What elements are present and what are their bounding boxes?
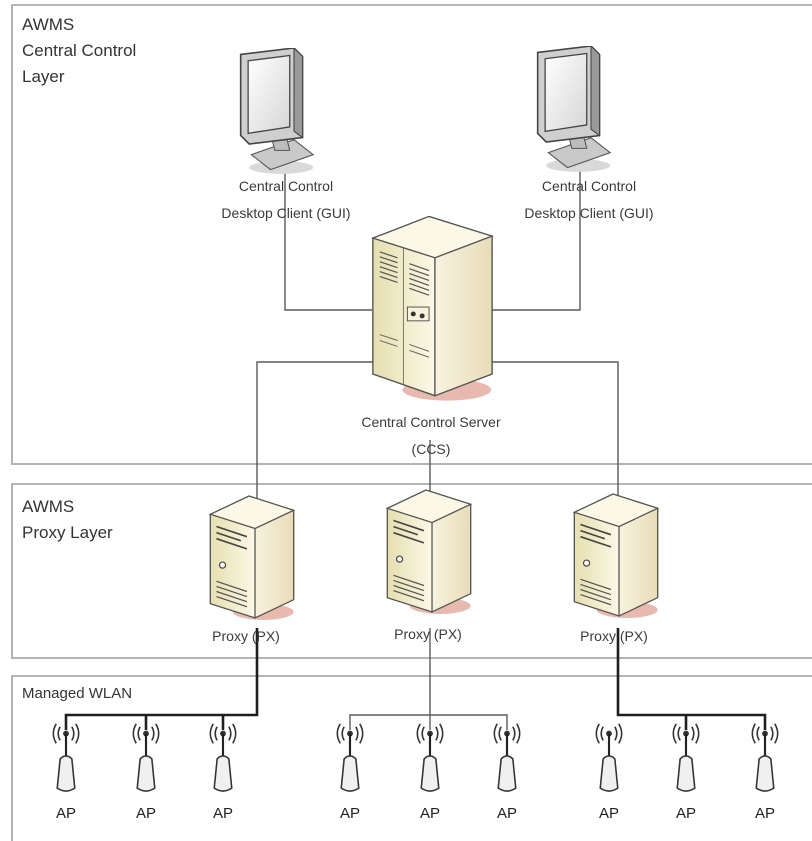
layer-title-line: Central Control — [22, 41, 136, 60]
ap-label: AP — [599, 805, 619, 822]
layer-title-line: Proxy Layer — [22, 523, 113, 542]
proxy-to-ap-link — [349, 714, 508, 730]
monitor-icon — [536, 46, 612, 173]
proxy-layer-title: AWMS Proxy Layer — [22, 497, 113, 542]
server-icon — [372, 216, 493, 402]
label-line: Central Control — [239, 178, 333, 194]
ap-label: AP — [213, 805, 233, 822]
central-control-layer-title: AWMS Central Control Layer — [22, 15, 136, 86]
desktop-client-label: Central Control Desktop Client (GUI) — [524, 178, 653, 221]
proxy-label: Proxy (PX) — [394, 626, 462, 642]
label-line: Desktop Client (GUI) — [524, 205, 653, 221]
proxy-server-icon — [209, 495, 295, 621]
ap-label: AP — [755, 805, 775, 822]
proxy-label: Proxy (PX) — [212, 628, 280, 644]
layer-title-line: AWMS — [22, 497, 74, 516]
server-to-proxy-link — [485, 361, 619, 505]
desktop-client-label: Central Control Desktop Client (GUI) — [221, 178, 350, 221]
proxy-to-ap-link — [616, 628, 767, 730]
central-server-label: Central Control Server (CCS) — [361, 414, 501, 457]
proxy-label: Proxy (PX) — [580, 628, 648, 644]
layer-title-line: AWMS — [22, 15, 74, 34]
ap-label: AP — [420, 805, 440, 822]
ap-label: AP — [136, 805, 156, 822]
wlan-connection-lines — [64, 628, 767, 730]
client-to-server-link — [488, 158, 581, 311]
connection-lines — [256, 158, 619, 505]
client-to-server-link — [284, 158, 372, 311]
monitor-icon — [239, 48, 315, 175]
layer-title-line: Layer — [22, 67, 65, 86]
proxy-server-icon — [386, 489, 472, 615]
ap-label: AP — [340, 805, 360, 822]
proxy-server-icon — [573, 493, 659, 619]
managed-wlan-layer-title: Managed WLAN — [22, 685, 132, 702]
access-point-labels: AP AP AP AP AP AP AP AP AP — [56, 805, 775, 822]
ap-label: AP — [676, 805, 696, 822]
label-line: Desktop Client (GUI) — [221, 205, 350, 221]
server-to-proxy-link — [256, 361, 378, 505]
proxy-to-ap-link — [64, 628, 259, 730]
label-line: Central Control Server — [361, 414, 501, 430]
ap-label: AP — [56, 805, 76, 822]
label-line: (CCS) — [412, 441, 451, 457]
ap-label: AP — [497, 805, 517, 822]
label-line: Central Control — [542, 178, 636, 194]
